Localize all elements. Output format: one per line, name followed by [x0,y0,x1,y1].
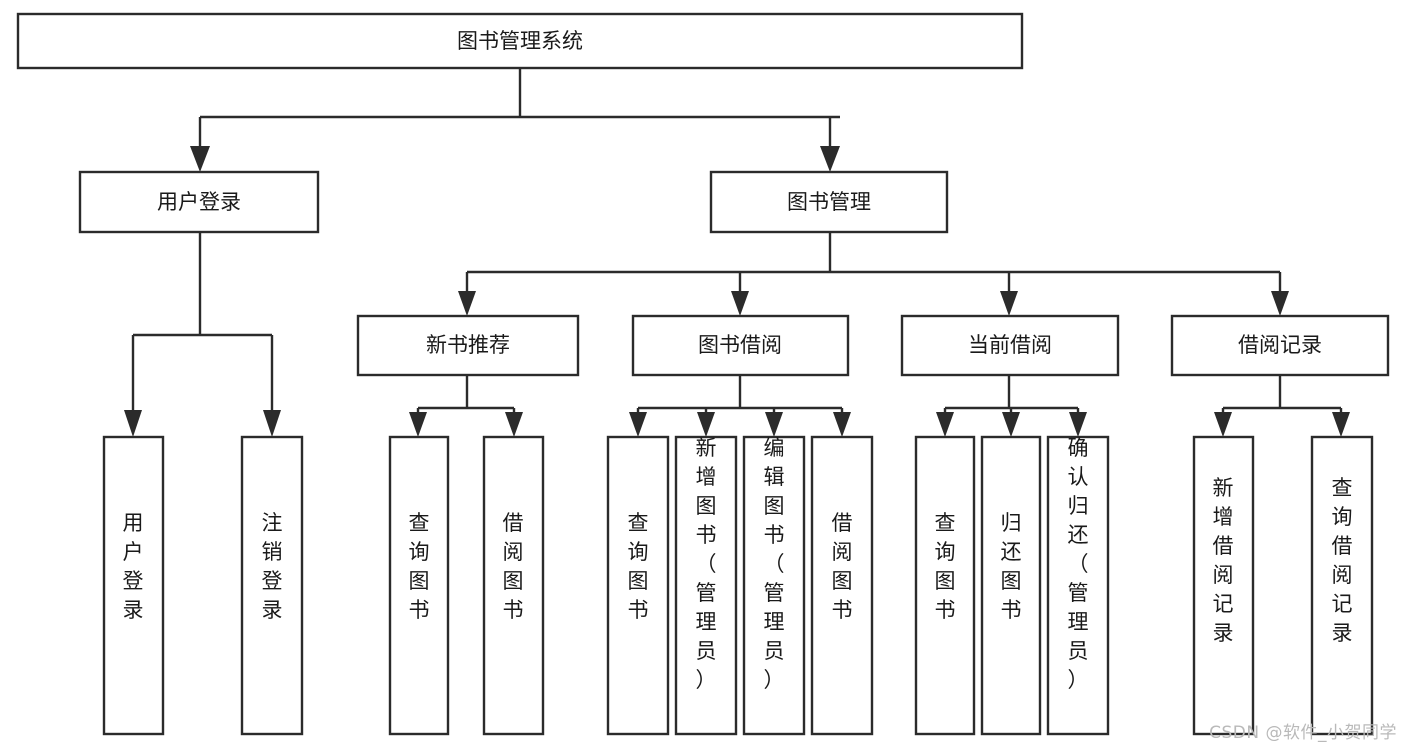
node-book-borrow[interactable]: 图书借阅 [631,314,850,377]
leaf-user-login-1[interactable]: 用户登录 [102,435,165,736]
node-root-box[interactable] [16,12,1024,70]
node-user-login[interactable]: 用户登录 [78,170,320,234]
leaf-new-book-1[interactable]: 查询图书 [388,435,450,736]
arrowhead-leaf-bb-4 [833,412,851,437]
leaf-borrow-record-1-label: 新增借阅记录 [1213,476,1234,645]
arrowhead-book-mgmt [820,146,840,172]
leaf-borrow-record-2[interactable]: 查询借阅记录 [1310,435,1374,736]
arrowhead-leaf-bb-1 [629,412,647,437]
leaf-current-borrow-2-label: 归还图书 [1001,511,1022,622]
leaf-book-borrow-1-label: 查询图书 [628,511,649,622]
leaf-book-borrow-4-label: 借阅图书 [832,511,853,622]
node-book-management-box[interactable] [709,170,949,234]
leaf-user-login-2-box[interactable] [240,435,304,736]
node-book-management-label: 图书管理 [787,190,871,214]
arrowhead-borrow-record [1271,291,1289,316]
arrowhead-leaf-cb-3 [1069,412,1087,437]
node-borrow-record-label: 借阅记录 [1238,333,1322,357]
node-new-book-recommend-label: 新书推荐 [426,333,510,357]
arrowhead-leaf-bb-2 [697,412,715,437]
leaf-borrow-record-1[interactable]: 新增借阅记录 [1192,435,1255,736]
node-current-borrow[interactable]: 当前借阅 [900,314,1120,377]
arrowhead-leaf-br-1 [1214,412,1232,437]
leaf-book-borrow-1-box[interactable] [606,435,670,736]
connector-group-book-borrow [629,375,851,437]
leaf-new-book-1-label: 查询图书 [409,511,430,622]
connector-group-root [190,68,840,172]
leaf-borrow-record-1-box[interactable] [1192,435,1255,736]
leaf-current-borrow-1-label: 查询图书 [935,511,956,622]
connector-group-user-login [124,232,281,437]
leaf-user-login-1-label: 用户登录 [123,511,144,622]
arrowhead-leaf-cb-1 [936,412,954,437]
leaf-user-login-2-label: 注销登录 [262,511,283,622]
connector-group-borrow-record [1214,375,1350,437]
node-current-borrow-box[interactable] [900,314,1120,377]
arrowhead-leaf-nb-2 [505,412,523,437]
leaf-book-borrow-2-label: 新增图书（管理员） [696,436,717,692]
leaf-new-book-2-label: 借阅图书 [503,511,524,622]
leaf-borrow-record-2-box[interactable] [1310,435,1374,736]
node-root-label: 图书管理系统 [457,29,583,53]
node-user-login-box[interactable] [78,170,320,234]
leaf-new-book-1-box[interactable] [388,435,450,736]
arrowhead-leaf-user-login-2 [263,410,281,437]
node-new-book-recommend[interactable]: 新书推荐 [356,314,580,377]
connector-group-book-mgmt [458,232,1289,316]
leaf-user-login-1-box[interactable] [102,435,165,736]
connector-group-new-book [409,375,523,437]
node-borrow-record-box[interactable] [1170,314,1390,377]
leaf-book-borrow-3[interactable]: 编辑图书（管理员） [742,435,806,736]
node-new-book-recommend-box[interactable] [356,314,580,377]
leaf-current-borrow-2[interactable]: 归还图书 [980,435,1042,736]
arrowhead-leaf-bb-3 [765,412,783,437]
leaf-user-login-2[interactable]: 注销登录 [240,435,304,736]
arrowhead-new-book [458,291,476,316]
node-book-borrow-box[interactable] [631,314,850,377]
leaf-borrow-record-2-label: 查询借阅记录 [1332,476,1353,645]
leaf-book-borrow-1[interactable]: 查询图书 [606,435,670,736]
leaf-current-borrow-2-box[interactable] [980,435,1042,736]
leaf-current-borrow-3[interactable]: 确认归还（管理员） [1046,435,1110,736]
arrowhead-leaf-user-login-1 [124,410,142,437]
leaf-book-borrow-3-label: 编辑图书（管理员） [764,436,785,692]
node-current-borrow-label: 当前借阅 [968,333,1052,357]
arrowhead-book-borrow [731,291,749,316]
leaf-book-borrow-2-box[interactable] [674,435,738,736]
node-book-borrow-label: 图书借阅 [698,333,782,357]
node-user-login-label: 用户登录 [157,190,241,214]
arrowhead-user-login [190,146,210,172]
leaf-book-borrow-2[interactable]: 新增图书（管理员） [674,435,738,736]
connector-group-current-borrow [936,375,1087,437]
node-root[interactable]: 图书管理系统 [16,12,1024,70]
leaf-current-borrow-1-box[interactable] [914,435,976,736]
arrowhead-leaf-nb-1 [409,412,427,437]
leaf-current-borrow-1[interactable]: 查询图书 [914,435,976,736]
leaf-new-book-2[interactable]: 借阅图书 [482,435,545,736]
node-book-management[interactable]: 图书管理 [709,170,949,234]
leaf-current-borrow-3-box[interactable] [1046,435,1110,736]
leaf-current-borrow-3-label: 确认归还（管理员） [1068,436,1089,692]
leaf-book-borrow-4-box[interactable] [810,435,874,736]
leaf-book-borrow-3-box[interactable] [742,435,806,736]
leaf-new-book-2-box[interactable] [482,435,545,736]
csdn-watermark: CSDN @软件_小贺同学 [1209,723,1397,743]
node-borrow-record[interactable]: 借阅记录 [1170,314,1390,377]
leaf-book-borrow-4[interactable]: 借阅图书 [810,435,874,736]
arrowhead-leaf-cb-2 [1002,412,1020,437]
arrowhead-current-borrow [1000,291,1018,316]
arrowhead-leaf-br-2 [1332,412,1350,437]
